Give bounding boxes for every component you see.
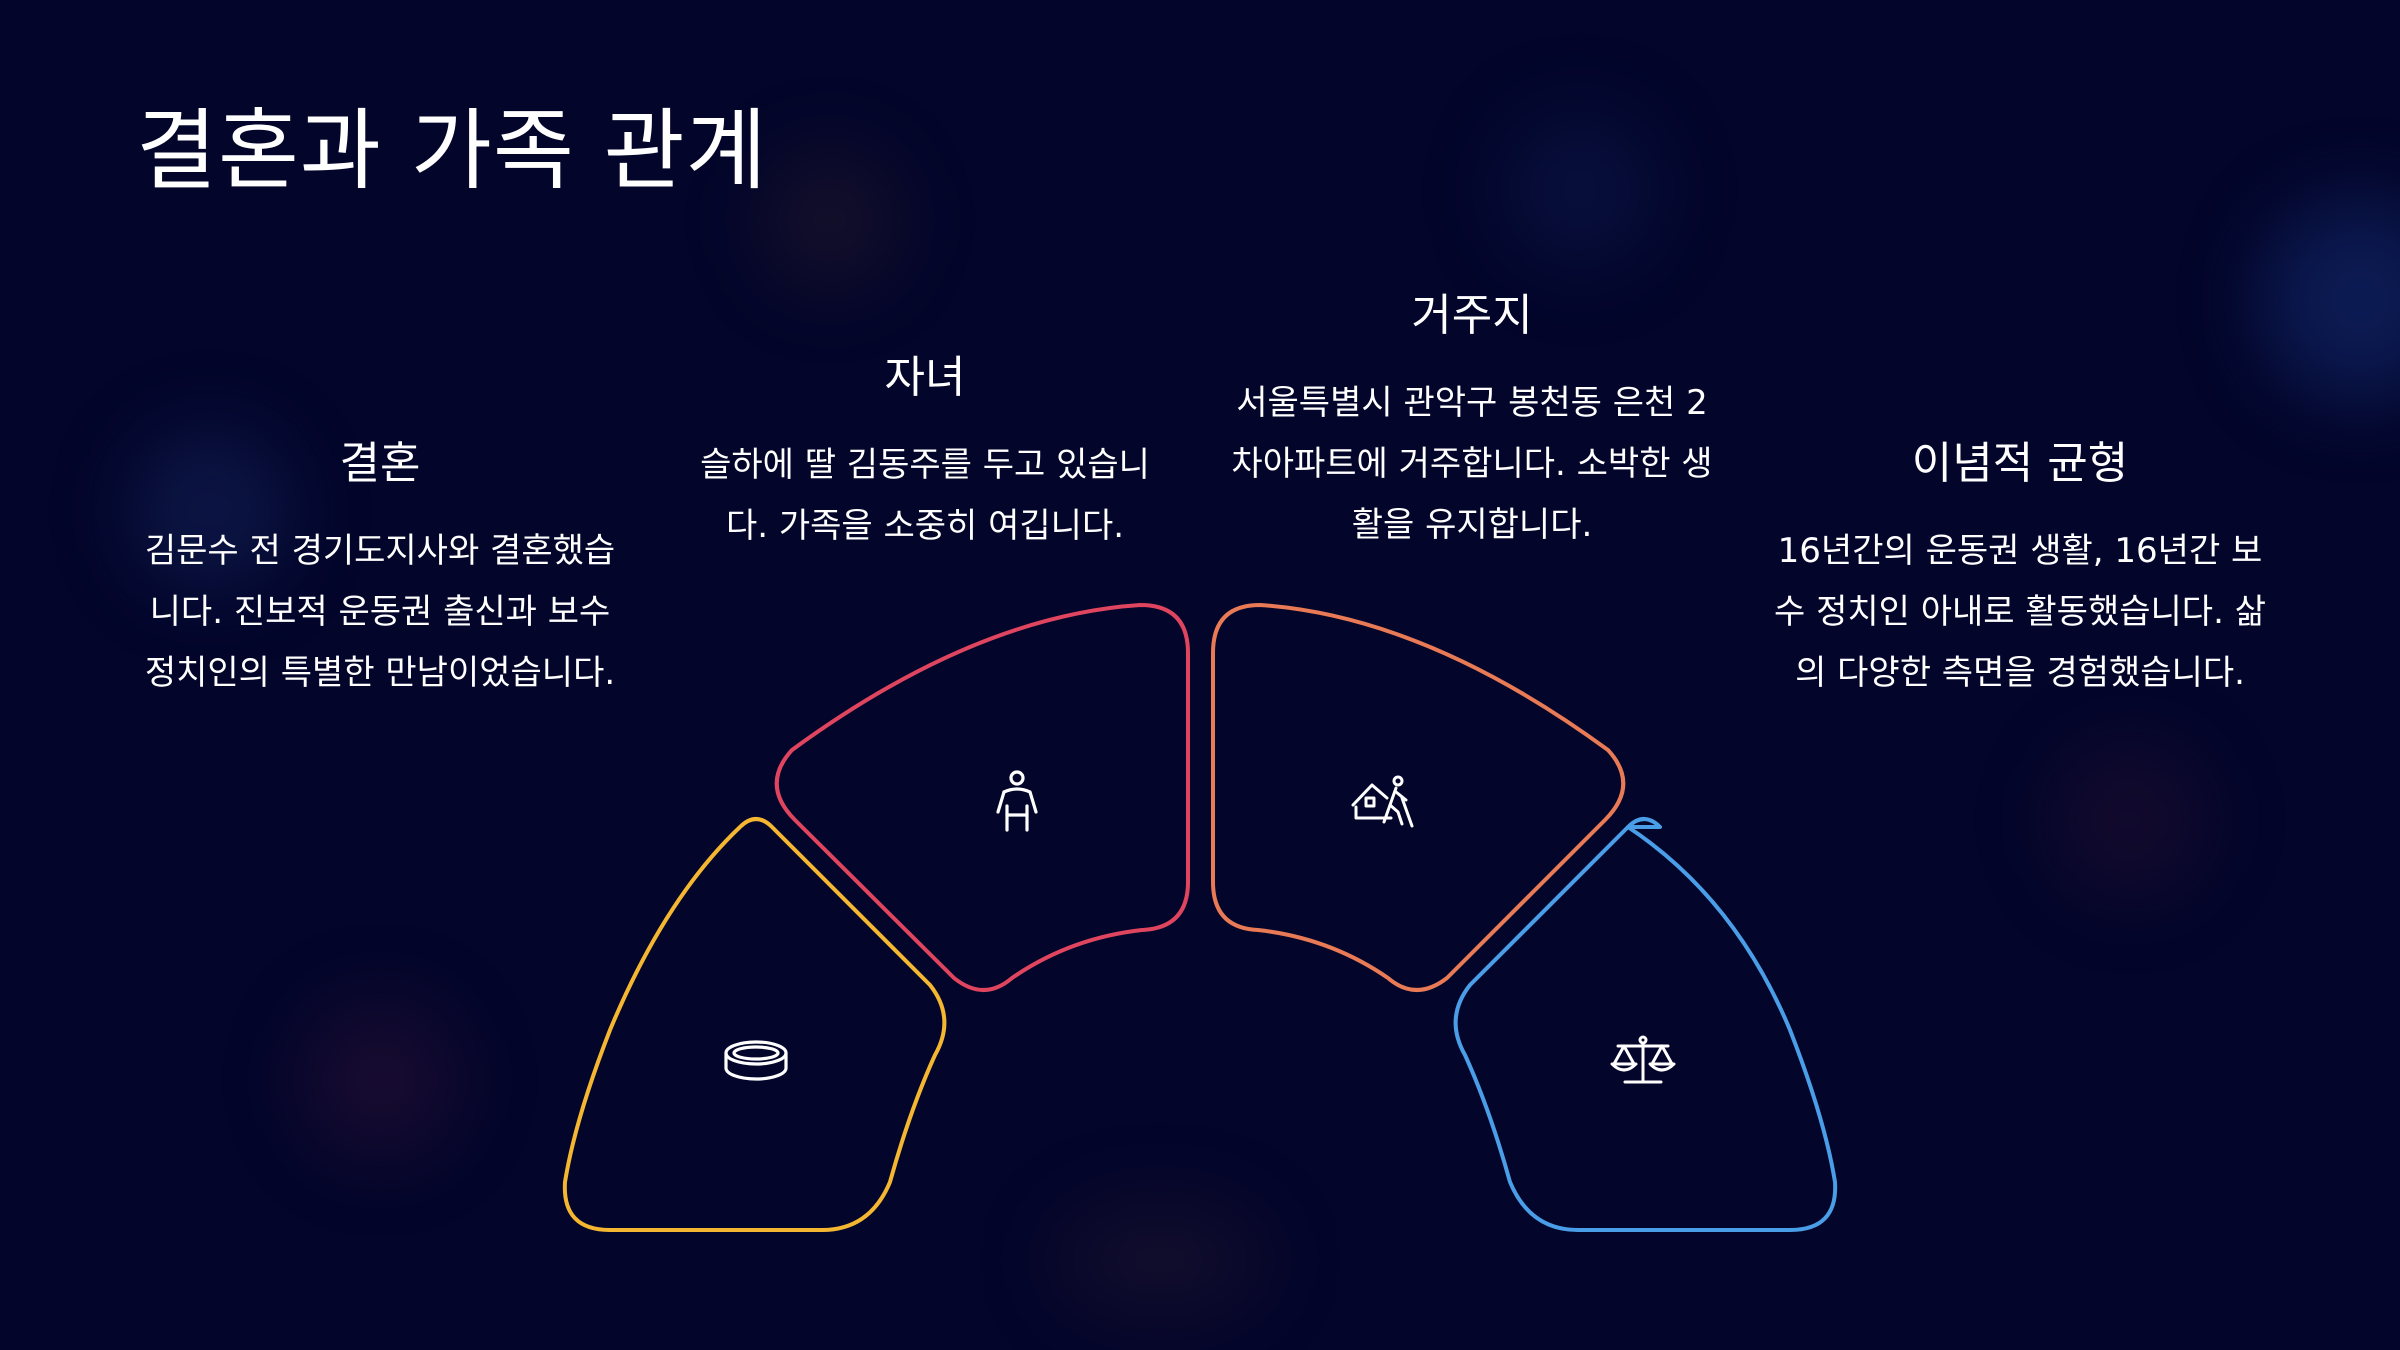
item-children: 자녀 슬하에 딸 김동주를 두고 있습니다. 가족을 소중히 여깁니다. [680,352,1170,557]
item-heading: 이념적 균형 [1911,438,2129,489]
segment-children [774,603,1190,992]
item-heading: 거주지 [1411,290,1533,341]
ring-icon [724,1040,788,1081]
segment-marriage [562,817,947,1232]
item-text: 16년간의 운동권 생활, 16년간 보수 정치인 아내로 활동했습니다. 삶의… [1774,530,2266,693]
slide-title: 결혼과 가족 관계 [136,99,768,202]
segment-ideological-balance [1453,817,1838,1232]
item-text: 김문수 전 경기도지사와 결혼했습니다. 진보적 운동권 출신과 보수 정치인의… [144,530,616,693]
item-ideological-balance: 이념적 균형 16년간의 운동권 생활, 16년간 보수 정치인 아내로 활동했… [1770,438,2270,704]
item-text: 슬하에 딸 김동주를 두고 있습니다. 가족을 소중히 여깁니다. [700,444,1150,546]
segment-residence [1211,603,1626,992]
item-marriage: 결혼 김문수 전 경기도지사와 결혼했습니다. 진보적 운동권 출신과 보수 정… [130,438,630,704]
item-text: 서울특별시 관악구 봉천동 은천 2차아파트에 거주합니다. 소박한 생활을 유… [1231,382,1713,545]
scales-icon [1610,1035,1676,1084]
home-walking-icon [1351,775,1414,828]
item-heading: 결혼 [339,438,421,489]
child-icon [996,770,1038,832]
item-heading: 자녀 [884,352,966,403]
item-residence: 거주지 서울특별시 관악구 봉천동 은천 2차아파트에 거주합니다. 소박한 생… [1222,290,1722,556]
